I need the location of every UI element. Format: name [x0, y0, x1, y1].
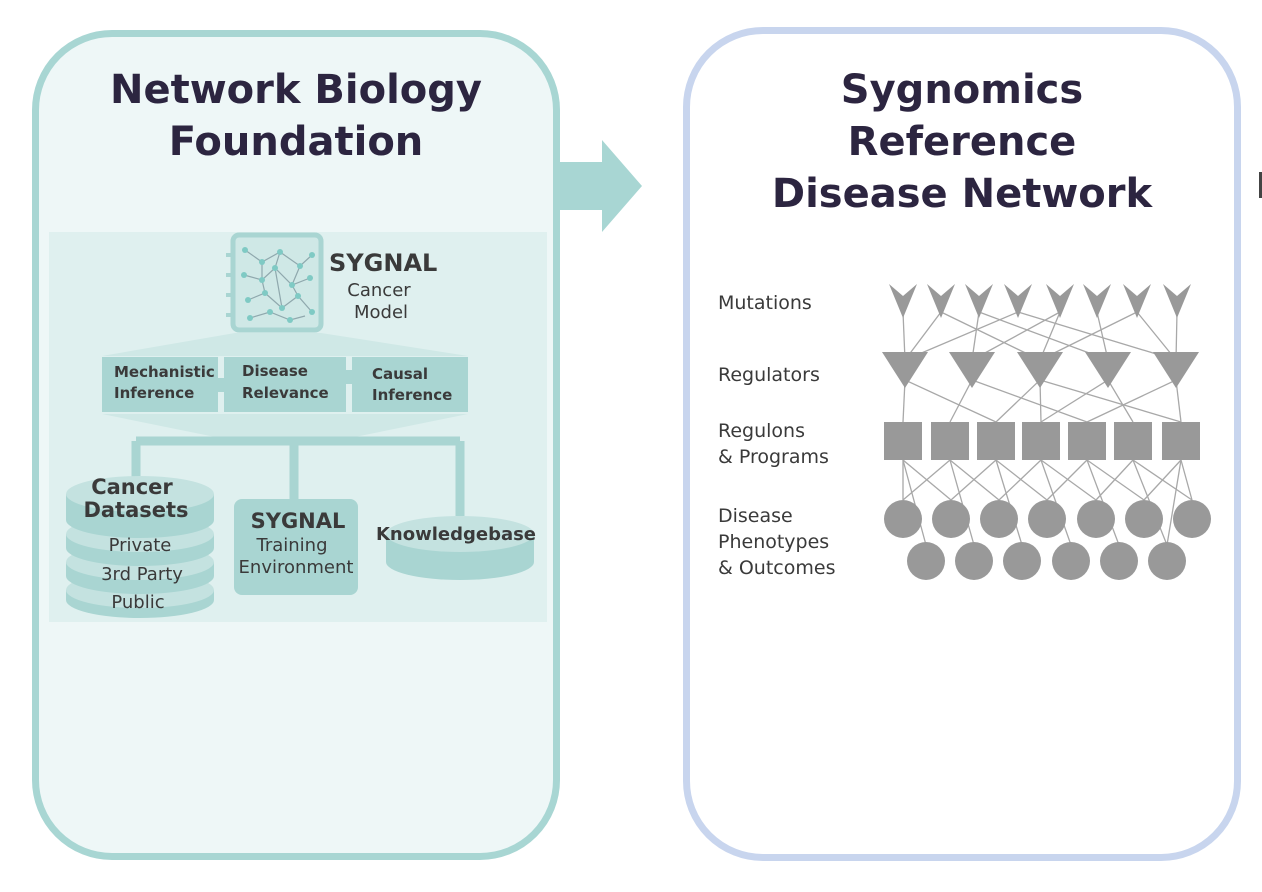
phenotype-node: [1003, 542, 1041, 580]
datasets-line2: Datasets: [83, 498, 188, 522]
dataset-3rd-party: 3rd Party: [101, 564, 183, 585]
regulon-node: [884, 422, 922, 460]
regulator-node: [1017, 352, 1063, 388]
model-name: SYGNAL: [329, 249, 437, 277]
mutation-node: [1123, 284, 1151, 318]
regulon-node: [1022, 422, 1060, 460]
knowledgebase-disk-icon: [386, 516, 534, 580]
mutation-node: [1163, 284, 1191, 318]
module-2-line1: Disease: [242, 362, 308, 380]
module-disease-relevance: Disease Relevance: [224, 357, 354, 412]
regulator-nodes: [882, 352, 1199, 388]
row-label-disease-2: Phenotypes: [718, 531, 829, 553]
phenotype-node: [1052, 542, 1090, 580]
funnel-bottom: [102, 414, 468, 440]
regulon-node: [1162, 422, 1200, 460]
training-line2: Environment: [239, 557, 354, 578]
phenotype-node: [1028, 500, 1066, 538]
flow-arrow-icon: [560, 140, 642, 232]
row-label-disease-1: Disease: [718, 505, 793, 527]
module-1-line2: Inference: [114, 384, 194, 402]
phenotype-nodes: [884, 500, 1211, 580]
mutation-node: [1004, 284, 1032, 318]
row-label-regulons-1: Regulons: [718, 420, 805, 442]
sygnal-chip-icon: [226, 232, 324, 333]
regulon-node: [1068, 422, 1106, 460]
phenotype-node: [884, 500, 922, 538]
module-1-line1: Mechanistic: [114, 363, 215, 381]
cancer-datasets-database-icon: [66, 476, 214, 618]
right-title-line3: Disease Network: [771, 171, 1153, 217]
row-label-regulons-2: & Programs: [718, 446, 829, 468]
regulator-node: [882, 352, 928, 388]
regulon-node: [977, 422, 1015, 460]
regulator-node: [1085, 352, 1131, 388]
dataset-public: Public: [111, 592, 164, 613]
dataset-private: Private: [109, 535, 172, 556]
left-title-wrap: Network Biology Foundation: [32, 0, 560, 200]
datasets-line1: Cancer: [91, 475, 173, 499]
connector-tree: [131, 436, 465, 516]
phenotype-node: [1100, 542, 1138, 580]
mutation-node: [1046, 284, 1074, 318]
regulon-node: [931, 422, 969, 460]
right-title-line2: Reference: [847, 119, 1077, 165]
training-line1: Training: [255, 535, 327, 556]
mutation-node: [927, 284, 955, 318]
row-label-regulators: Regulators: [718, 364, 820, 386]
phenotype-node: [907, 542, 945, 580]
phenotype-node: [980, 500, 1018, 538]
left-panel-title: Network Biology Foundation: [32, 64, 560, 168]
mutation-node: [1083, 284, 1111, 318]
right-title-wrap: Sygnomics Reference Disease Network: [683, 0, 1241, 240]
regulator-node: [949, 352, 995, 388]
left-title-line2: Foundation: [168, 119, 424, 165]
training-environment-box: [234, 499, 358, 595]
left-title-line1: Network Biology: [110, 67, 482, 113]
row-label-disease-3: & Outcomes: [718, 557, 835, 579]
right-panel-title: Sygnomics Reference Disease Network: [683, 64, 1241, 220]
right-title-line1: Sygnomics: [840, 67, 1084, 113]
module-3-line2: Inference: [372, 386, 452, 404]
row-label-mutations: Mutations: [718, 292, 812, 314]
edge-fragment: [1259, 172, 1262, 198]
mutation-node: [889, 284, 917, 318]
phenotype-node: [1173, 500, 1211, 538]
mutation-nodes: [889, 284, 1191, 318]
regulon-nodes: [884, 422, 1200, 460]
phenotype-node: [1077, 500, 1115, 538]
module-3-line1: Causal: [372, 365, 428, 383]
phenotype-node: [1148, 542, 1186, 580]
knowledgebase-label: Knowledgebase: [376, 524, 536, 545]
phenotype-node: [1125, 500, 1163, 538]
module-causal-inference: Causal Inference: [352, 357, 468, 412]
module-mechanistic-inference: Mechanistic Inference: [102, 357, 227, 412]
funnel-top: [102, 333, 468, 356]
phenotype-node: [932, 500, 970, 538]
regulon-node: [1114, 422, 1152, 460]
training-name: SYGNAL: [251, 509, 346, 533]
phenotype-node: [955, 542, 993, 580]
module-2-line2: Relevance: [242, 384, 329, 402]
model-line1: Cancer: [347, 280, 411, 301]
regulator-node: [1153, 352, 1199, 388]
model-line2: Model: [354, 302, 408, 323]
mutation-node: [965, 284, 993, 318]
